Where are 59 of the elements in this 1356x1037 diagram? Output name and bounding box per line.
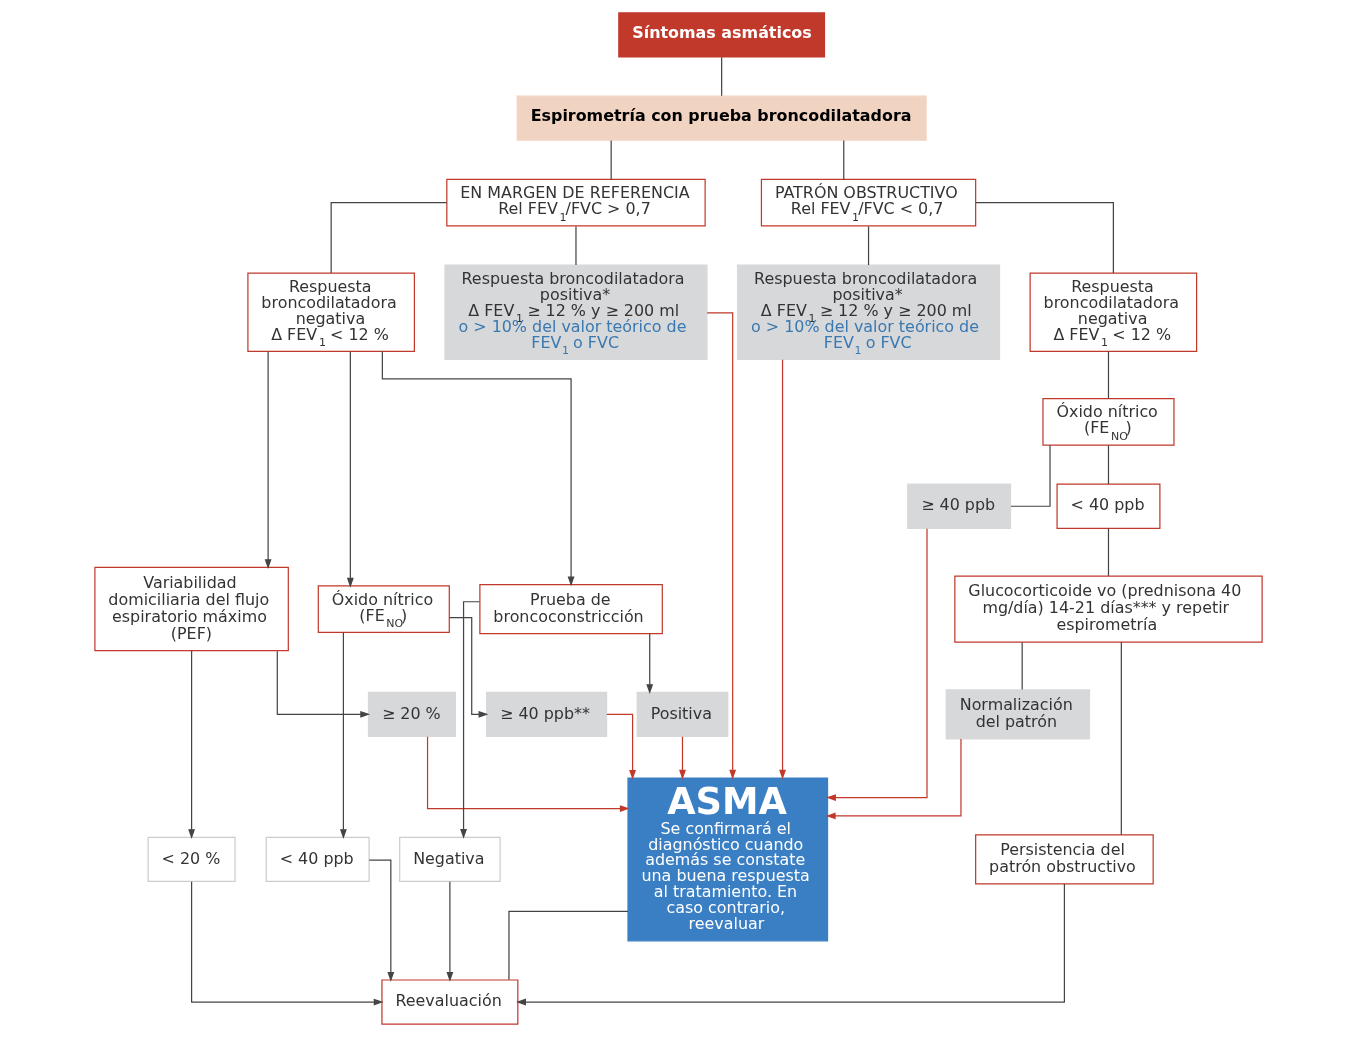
arrow	[368, 859, 394, 982]
arrow	[381, 350, 574, 587]
arrow	[825, 528, 928, 802]
node-box: PATRÓN OBSTRUCTIVO Rel FEV$_{1}$/FVC < 0,7	[760, 178, 976, 227]
node-box: ≥ 20 %	[367, 691, 456, 737]
arrow	[445, 881, 453, 982]
node-box: ASMA Se confirmará el diagnóstico cuando además se constate una buena respuesta al tratamiento. En caso contrario, reevaluar	[626, 777, 828, 942]
connector	[1107, 350, 1109, 400]
connector	[610, 139, 612, 180]
node-box: Prueba de broncoconstricción	[478, 584, 663, 635]
node-box: Negativa	[398, 836, 501, 883]
arrow	[645, 633, 653, 694]
arrow	[706, 312, 736, 780]
connector	[1107, 527, 1109, 577]
arrow	[276, 650, 370, 718]
arrow	[605, 713, 636, 780]
node-box: Respuesta broncodilatadora positiva* Δ FEV$_{1}$ ≥ 12 % y ≥ 200 ml o > 10% del valor teórico de FEV$_{1}$ o FVC	[736, 264, 1000, 360]
node-box: ≥ 40 ppb**	[485, 691, 607, 737]
arrow	[187, 650, 195, 840]
connector	[1120, 641, 1122, 836]
connector	[574, 225, 577, 266]
arrow	[339, 632, 347, 840]
connector	[507, 910, 629, 981]
node-box: Respuesta broncodilatadora negativa Δ FEV$_{1}$ < 12 %	[1029, 272, 1197, 353]
node-box: Variabilidad domiciliaria del flujo espiratorio máximo (PEF)	[93, 566, 289, 652]
node-box: Persistencia del patrón obstructivo	[974, 834, 1154, 885]
connector	[1107, 444, 1109, 485]
node-box: < 40 ppb	[265, 836, 370, 883]
connector	[330, 202, 447, 274]
arrow	[264, 351, 272, 569]
connector	[842, 139, 844, 180]
node-box: Respuesta broncodilatadora positiva* Δ FEV$_{1}$ ≥ 12 % y ≥ 200 ml o > 10% del valor teórico de FEV$_{1}$ o FVC	[443, 264, 708, 360]
arrow	[459, 601, 480, 839]
node-box: ≥ 40 ppb	[906, 483, 1011, 529]
arrow	[825, 738, 962, 820]
node-box: Reevaluación	[380, 979, 518, 1025]
arrow	[778, 359, 786, 780]
arrow	[678, 736, 686, 780]
connector	[1021, 641, 1023, 691]
node-box: Óxido nítrico (FE$_{NO}$)	[1041, 397, 1175, 446]
connector	[867, 225, 869, 266]
arrow	[190, 881, 384, 1006]
node-box: Normalización del patrón	[945, 689, 1090, 740]
node-box: Glucocorticoide vo (prednisona 40 mg/día) 14-21 días*** y repetir espirometría	[953, 575, 1263, 643]
connector	[1009, 444, 1051, 507]
arrow	[515, 883, 1065, 1006]
arrow	[426, 736, 630, 813]
node-box: EN MARGEN DE REFERENCIA Rel FEV$_{1}$/FVC > 0,7	[445, 178, 706, 227]
arrow	[346, 351, 354, 588]
node-box: < 40 ppb	[1055, 483, 1160, 529]
connector	[720, 56, 722, 97]
node-box: < 20 %	[147, 836, 236, 883]
arrow	[448, 617, 488, 718]
connector	[974, 202, 1114, 274]
node-box: Espirometría con prueba broncodilatadora	[516, 95, 927, 141]
node-box: Respuesta broncodilatadora negativa Δ FEV$_{1}$ < 12 %	[246, 272, 415, 353]
node-box: Positiva	[636, 691, 728, 737]
node-box: Síntomas asmáticos	[617, 12, 825, 58]
node-box: Óxido nítrico (FE$_{NO}$)	[317, 585, 450, 633]
